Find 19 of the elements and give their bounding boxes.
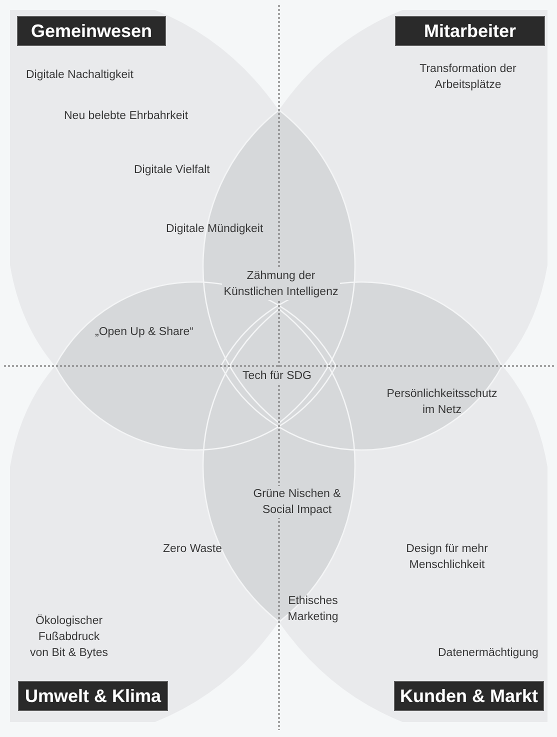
topic-label: Datenermächtigung bbox=[438, 646, 538, 661]
topic-label: Neu belebte Ehrbahrkeit bbox=[64, 109, 188, 124]
topic-label: Zero Waste bbox=[163, 542, 222, 557]
topic-label: Digitale Vielfalt bbox=[134, 163, 210, 178]
topic-label: Digitale Nachaltigkeit bbox=[26, 68, 134, 83]
topic-label: Grüne Nischen & Social Impact bbox=[251, 486, 343, 518]
category-heading: Kunden & Markt bbox=[394, 681, 544, 711]
category-heading: Mitarbeiter bbox=[395, 16, 545, 46]
topic-label: Digitale Mündigkeit bbox=[166, 222, 264, 237]
topic-label: „Open Up & Share“ bbox=[95, 325, 194, 340]
topic-label: Zähmung der Künstlichen Intelligenz bbox=[222, 268, 340, 300]
category-heading: Gemeinwesen bbox=[17, 16, 166, 46]
topic-label: Transformation der Arbeitsplätze bbox=[418, 62, 518, 93]
topic-label: Design für mehr Menschlichkeit bbox=[405, 542, 489, 573]
topic-label: Tech für SDG bbox=[242, 368, 312, 384]
topic-label: Ethisches Marketing bbox=[286, 594, 340, 625]
category-heading: Umwelt & Klima bbox=[18, 681, 168, 711]
topic-label: Persönlichkeitsschutz im Netz bbox=[386, 387, 498, 418]
topic-label: Ökologischer Fußabdruck von Bit & Bytes bbox=[29, 613, 109, 661]
